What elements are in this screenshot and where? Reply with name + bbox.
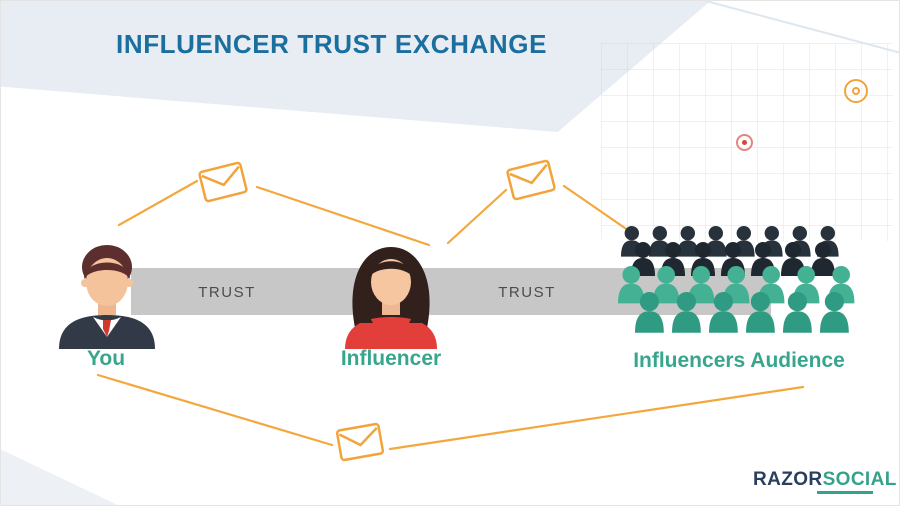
logo-razor-text: RAZOR [753, 469, 823, 490]
audience-crowd-icon [613, 226, 863, 353]
envelope-icon [505, 158, 558, 202]
razorsocial-logo: RAZORSOCIAL [753, 469, 897, 491]
trust-label-right: TRUST [498, 284, 556, 301]
audience-label: Influencers Audience [633, 349, 845, 372]
logo-underline [817, 491, 873, 494]
logo-social-text: SOCIAL [822, 469, 897, 490]
page-title: INFLUENCER TRUST EXCHANGE [116, 29, 548, 59]
influencer-label: Influencer [340, 347, 442, 370]
influencer-avatar [329, 225, 453, 354]
red-ring-icon [736, 134, 753, 151]
you-label: You [86, 347, 126, 370]
envelope-icon [197, 160, 250, 204]
you-avatar [51, 227, 163, 354]
trust-label-left: TRUST [198, 284, 256, 301]
envelope-icon [334, 421, 385, 462]
orange-ring-icon [844, 79, 868, 103]
